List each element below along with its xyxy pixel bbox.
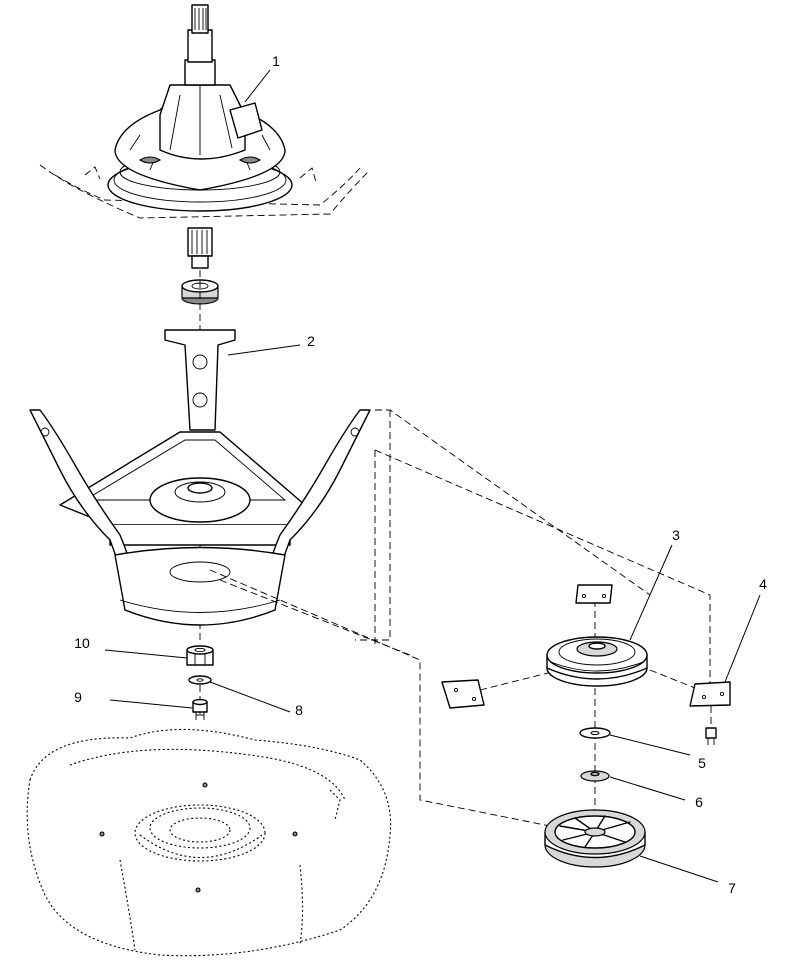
leader-5: [609, 734, 691, 756]
outer-tub-outline: [39, 164, 371, 219]
spoked-pulley: [544, 809, 646, 868]
leader-2: [227, 344, 301, 356]
callout-9: 9: [74, 689, 82, 705]
callout-10: 10: [74, 635, 90, 651]
pad-right: [689, 681, 731, 707]
screw-small: [705, 706, 717, 745]
leader-4: [724, 594, 761, 683]
callout-7: 7: [728, 880, 736, 896]
support-frame: [29, 329, 371, 626]
leader-3: [629, 544, 673, 641]
callout-1: 1: [272, 53, 280, 69]
leader-lines: [104, 69, 761, 883]
transmission-assembly: [107, 4, 293, 269]
callout-6: 6: [695, 794, 703, 810]
washer-6: [580, 770, 610, 782]
tub-base: [26, 728, 392, 957]
bolt-9: [192, 698, 208, 720]
leader-9: [109, 699, 193, 709]
washer-5: [579, 727, 611, 739]
leader-8: [209, 681, 291, 713]
leader-10: [104, 649, 188, 659]
callout-3: 3: [672, 527, 680, 543]
washer-8: [188, 675, 212, 685]
callout-2: 2: [307, 333, 315, 349]
callout-5: 5: [698, 755, 706, 771]
drive-pulley: [546, 636, 648, 687]
leader-7: [639, 855, 719, 883]
pad-left: [441, 679, 485, 709]
leader-1: [244, 69, 271, 103]
callout-8: 8: [295, 702, 303, 718]
callout-4: 4: [759, 576, 767, 592]
pad-top: [575, 584, 613, 604]
nut-10: [186, 645, 214, 666]
explode-lines: [209, 409, 711, 830]
callouts: 1 2 3 4 5 6 7 8 9 10: [74, 53, 767, 896]
leader-6: [609, 776, 686, 801]
